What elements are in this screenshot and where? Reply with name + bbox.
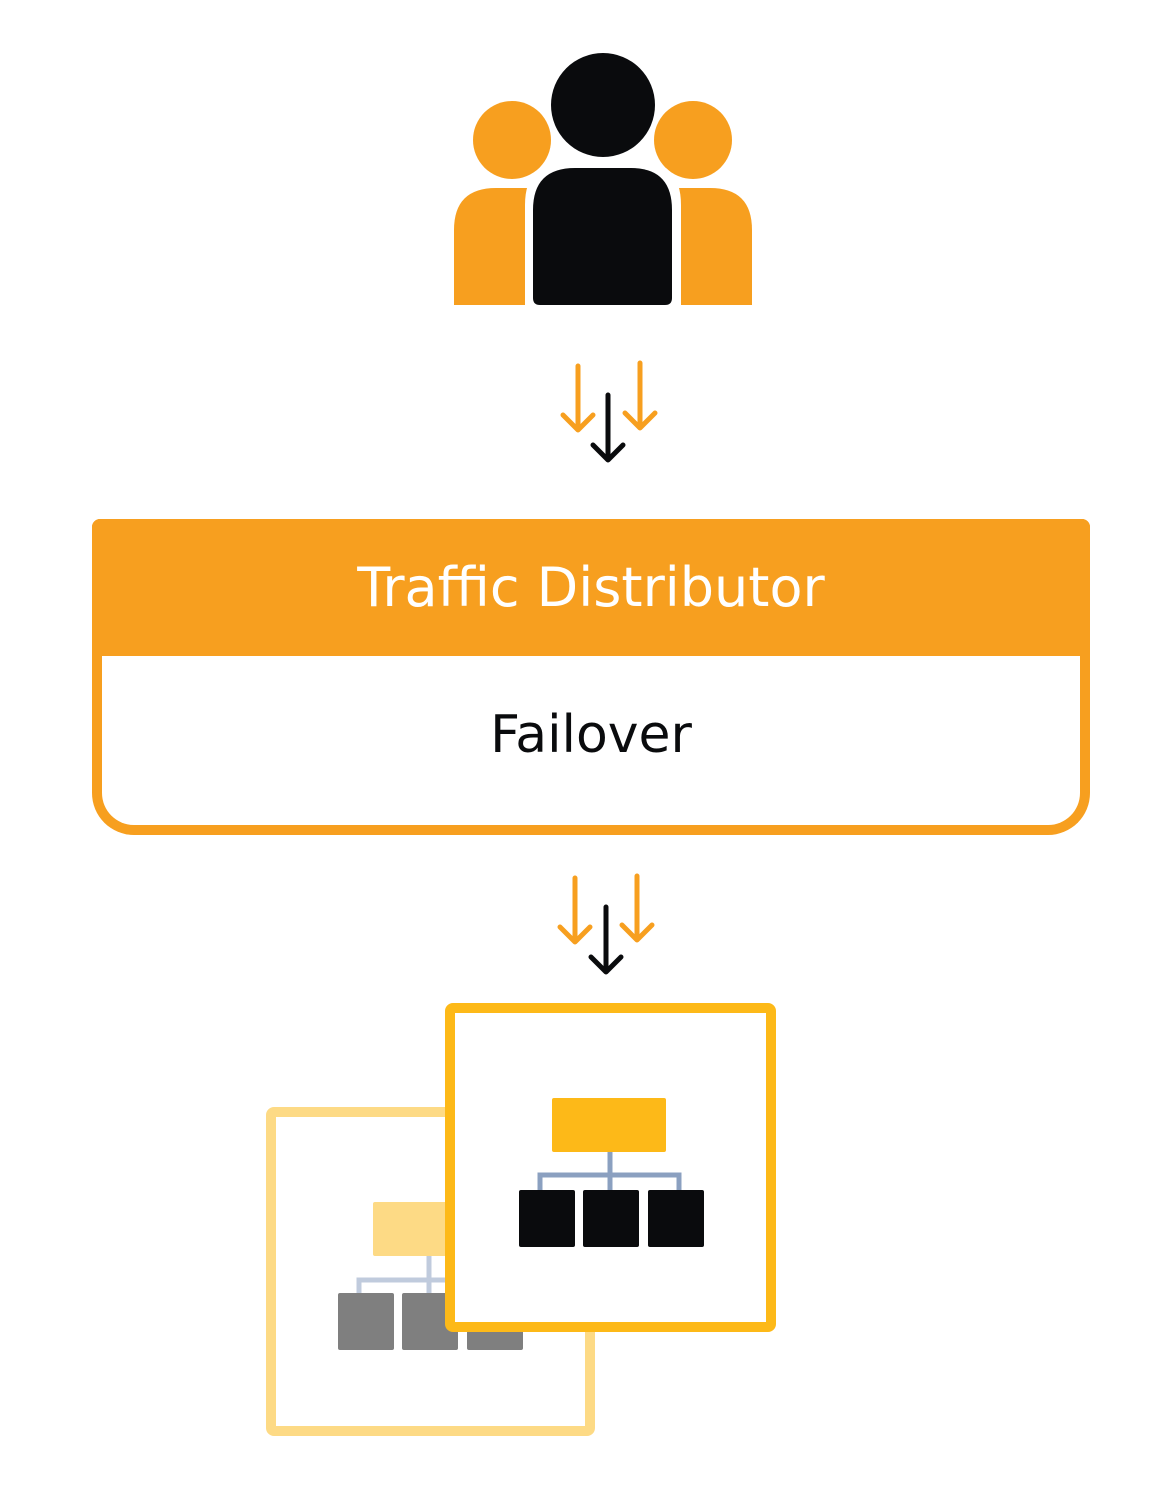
primary-server-card xyxy=(445,1003,776,1332)
traffic-arrows-out xyxy=(557,873,655,975)
users-icon xyxy=(454,53,752,310)
traffic-distributor-title: Traffic Distributor xyxy=(92,519,1090,656)
traffic-arrows-in xyxy=(560,360,658,463)
failover-label: Failover xyxy=(490,705,692,765)
